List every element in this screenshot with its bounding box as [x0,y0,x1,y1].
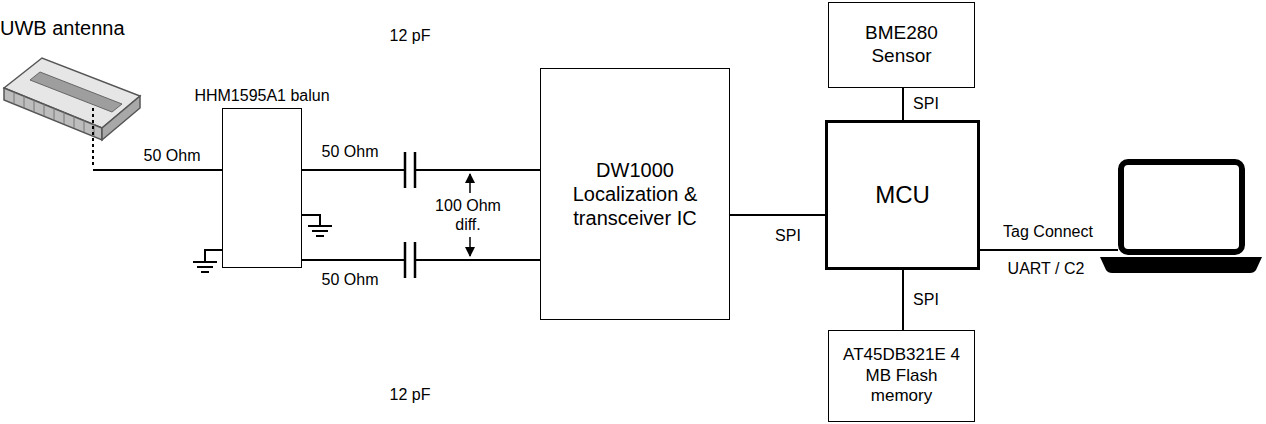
debug-wire [980,249,1118,251]
node-label: MCU [875,181,930,210]
transceiver-box: DW1000 Localization & transceiver IC [540,68,730,320]
capacitor-symbol [404,240,416,280]
ground-symbol [308,226,332,236]
node-label: UWB antenna [0,8,125,40]
part-heading: HHM1595A1 balun [192,86,332,105]
wire [902,270,904,330]
wire-label: SPI [773,226,803,245]
interface-label: UART / C2 [1006,259,1087,278]
interface-label: Tag Connect [1001,222,1095,241]
wire [902,88,904,120]
wire [302,259,540,261]
sensor-box: BME280 Sensor [828,2,975,88]
wire-label: SPI [911,290,941,309]
antenna-illustration [4,58,141,170]
node-label: AT45DB321E 4 MB Flash memory [835,345,968,406]
wire-label: SPI [911,94,941,113]
wire [730,214,825,216]
mcu-box: MCU [825,120,980,270]
balun-box: HHM1595A1 balun [222,108,302,268]
node-label: BME280 Sensor [835,22,968,68]
wire-label: 50 Ohm [320,270,381,289]
flash-box: AT45DB321E 4 MB Flash memory [828,330,975,422]
node-label: DW1000 Localization & transceiver IC [547,158,723,230]
ground-symbol [193,262,217,272]
wire [140,169,222,171]
wire [302,169,540,171]
capacitor-value: 12 pF [388,385,433,404]
capacitor-value: 12 pF [388,26,433,45]
laptop-icon [1100,162,1262,273]
wire-label: 50 Ohm [320,142,381,161]
impedance-note: 100 Ohm diff. [426,196,510,234]
antenna: UWB antenna [0,8,140,175]
wire-label: 50 Ohm [142,146,203,165]
capacitor-symbol [404,150,416,190]
